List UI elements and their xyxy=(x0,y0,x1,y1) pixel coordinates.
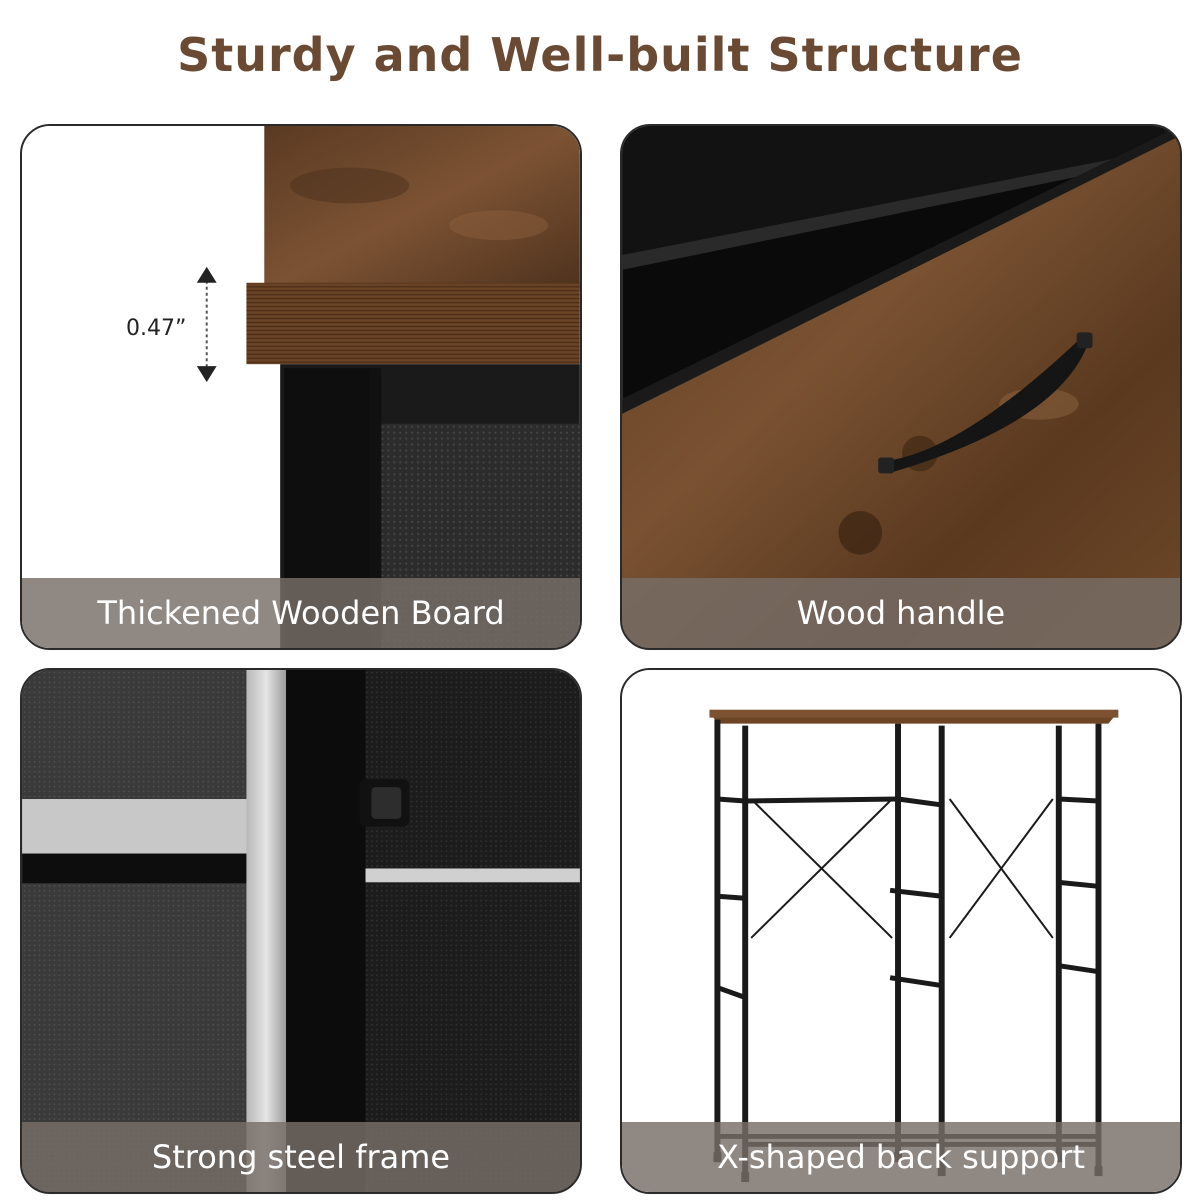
caption-wooden-board: Thickened Wooden Board xyxy=(22,578,580,648)
caption-steel-frame: Strong steel frame xyxy=(22,1122,580,1192)
steel-frame-photo xyxy=(22,670,580,1192)
feature-panel-x-support: X-shaped back support xyxy=(620,668,1182,1194)
board-thickness-label: 0.47” xyxy=(126,316,187,341)
wooden-board-photo xyxy=(22,126,580,648)
caption-wood-handle: Wood handle xyxy=(622,578,1180,648)
page-title: Sturdy and Well-built Structure xyxy=(177,28,1023,82)
feature-panel-wood-handle: Wood handle xyxy=(620,124,1182,650)
feature-panel-wooden-board: 0.47” Thickened Wooden Board xyxy=(20,124,582,650)
drawer-handle-photo xyxy=(622,126,1180,648)
frame-illustration xyxy=(622,670,1180,1192)
feature-panel-steel-frame: Strong steel frame xyxy=(20,668,582,1194)
caption-x-support: X-shaped back support xyxy=(622,1122,1180,1192)
